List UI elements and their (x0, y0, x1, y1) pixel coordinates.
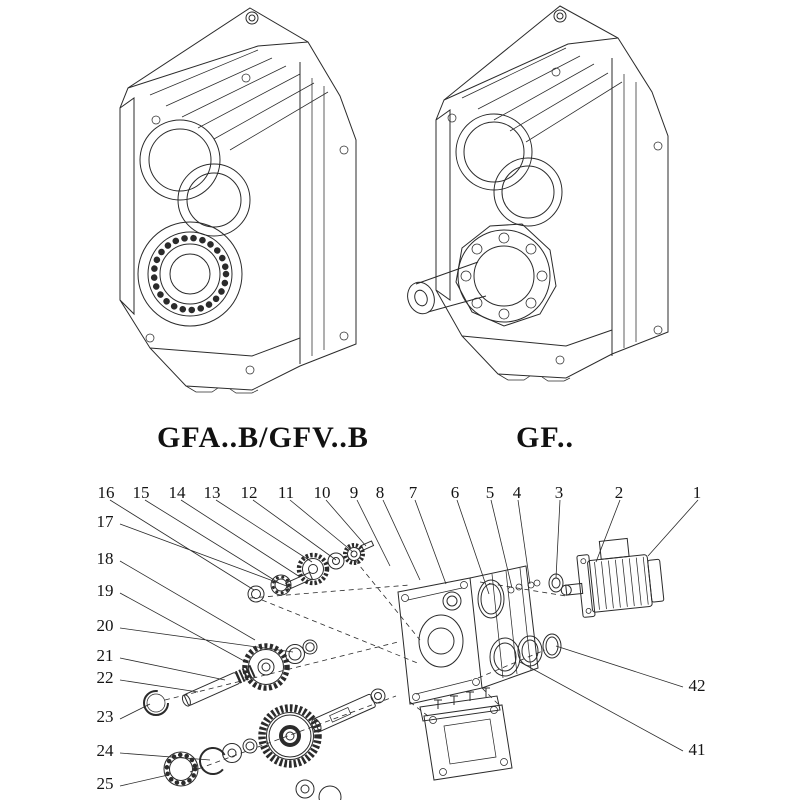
callout-14: 14 (169, 483, 187, 502)
exploded-parts-diagram: 16 15 14 13 12 11 10 9 8 7 6 5 4 3 2 1 1… (97, 483, 706, 800)
callout-18: 18 (97, 549, 114, 568)
housing (397, 565, 539, 722)
callout-13: 13 (204, 483, 221, 502)
input-side-fasteners (477, 573, 564, 619)
callout-7: 7 (409, 483, 418, 502)
callout-20: 20 (97, 616, 114, 635)
callout-3: 3 (555, 483, 564, 502)
callout-8: 8 (376, 483, 385, 502)
callout-6: 6 (451, 483, 460, 502)
callout-23: 23 (97, 707, 114, 726)
callout-19: 19 (97, 581, 114, 600)
callout-1: 1 (693, 483, 702, 502)
caption-gfab: GFA..B/GFV..B (157, 421, 369, 454)
callout-17: 17 (97, 512, 115, 531)
assembly-axis-lines (164, 559, 567, 773)
callout-16: 16 (98, 483, 115, 502)
callout-4: 4 (513, 483, 522, 502)
callout-42: 42 (689, 676, 706, 695)
output-shaft-parts (163, 688, 386, 800)
motor (560, 537, 665, 618)
callout-5: 5 (486, 483, 495, 502)
callout-numbers: 16 15 14 13 12 11 10 9 8 7 6 5 4 3 2 1 1… (97, 483, 706, 793)
intermediate-shaft-parts (143, 639, 318, 716)
cover-rings (489, 633, 562, 677)
callout-9: 9 (350, 483, 359, 502)
callout-21: 21 (97, 646, 114, 665)
gearbox-drawing-gf (407, 5, 669, 382)
input-shaft-parts (247, 540, 375, 603)
callout-25: 25 (97, 774, 114, 793)
callout-22: 22 (97, 668, 114, 687)
gearbox-drawing-gfab (119, 7, 357, 394)
callout-10: 10 (314, 483, 331, 502)
callout-24: 24 (97, 741, 115, 760)
leader-lines (109, 499, 699, 787)
callout-2: 2 (615, 483, 624, 502)
base-plate (423, 687, 513, 781)
callout-15: 15 (133, 483, 150, 502)
callout-11: 11 (278, 483, 294, 502)
callout-41: 41 (689, 740, 706, 759)
callout-12: 12 (241, 483, 258, 502)
flange-bolt-holes (460, 232, 548, 320)
caption-gf: GF.. (516, 421, 574, 454)
